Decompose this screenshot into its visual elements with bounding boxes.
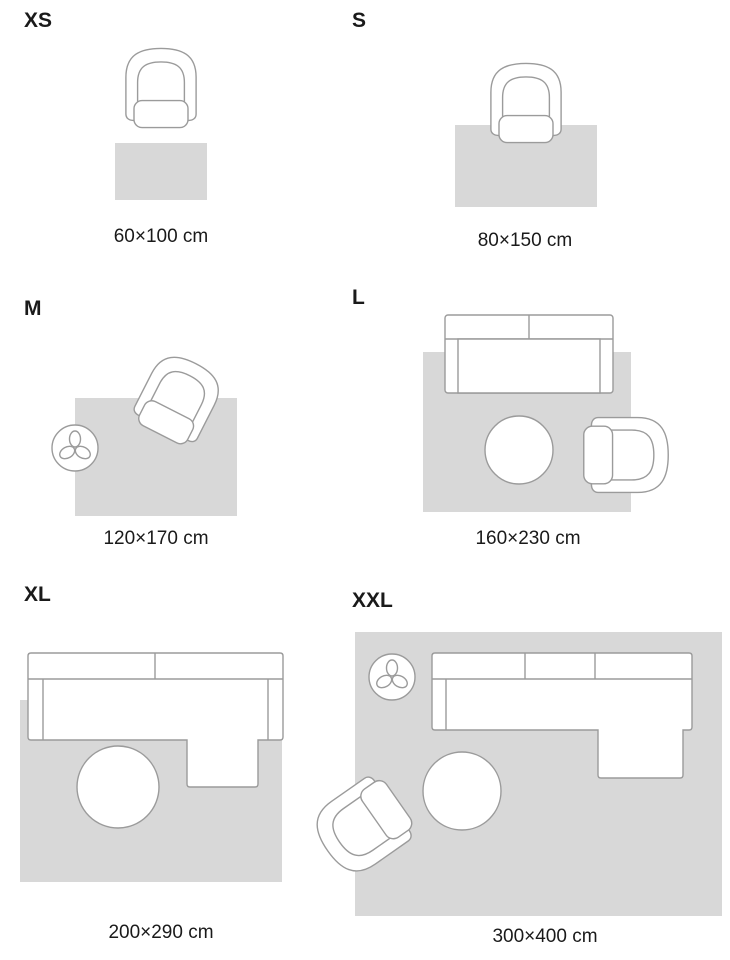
- armchair-icon: [128, 347, 228, 451]
- rug-swatch: [75, 398, 237, 516]
- rug-illustration-xs: [115, 47, 207, 200]
- rug-illustration-l: [423, 314, 669, 512]
- size-dimensions-xs: 60×100 cm: [113, 226, 209, 247]
- plant-side-table-icon: [368, 653, 416, 701]
- rug-swatch: [115, 143, 207, 200]
- corner-sofa-icon: [432, 653, 692, 778]
- size-label-l: L: [352, 286, 365, 309]
- size-label-xs: XS: [24, 9, 53, 32]
- coffee-table-icon: [77, 746, 159, 828]
- coffee-table-icon: [423, 752, 501, 830]
- rug-swatch: [423, 352, 631, 512]
- size-label-m: M: [24, 297, 42, 320]
- size-dimensions-m: 120×170 cm: [103, 528, 209, 549]
- rug-illustration-m: [51, 347, 237, 516]
- size-dimensions-l: 160×230 cm: [475, 528, 581, 549]
- coffee-table-icon: [485, 416, 553, 484]
- plant-side-table-icon: [51, 424, 99, 472]
- size-label-xl: XL: [24, 583, 51, 606]
- armchair-icon: [583, 416, 669, 494]
- rug-swatch: [455, 125, 597, 207]
- size-dimensions-xl: 200×290 cm: [108, 922, 214, 943]
- size-dimensions-s: 80×150 cm: [477, 230, 573, 251]
- armchair-icon: [305, 769, 421, 883]
- rug-illustration-xl: [20, 630, 295, 882]
- rug-swatch: [355, 632, 722, 916]
- size-label-s: S: [352, 9, 367, 32]
- rug-illustration-xxl: [305, 632, 722, 916]
- rug-swatch: [20, 700, 282, 882]
- size-dimensions-xxl: 300×400 cm: [492, 926, 598, 947]
- armchair-icon: [125, 47, 197, 129]
- corner-sofa-icon: [28, 653, 283, 787]
- sofa-icon: [444, 314, 614, 394]
- rug-illustration-s: [455, 62, 597, 207]
- armchair-icon: [490, 62, 562, 144]
- size-label-xxl: XXL: [352, 589, 393, 612]
